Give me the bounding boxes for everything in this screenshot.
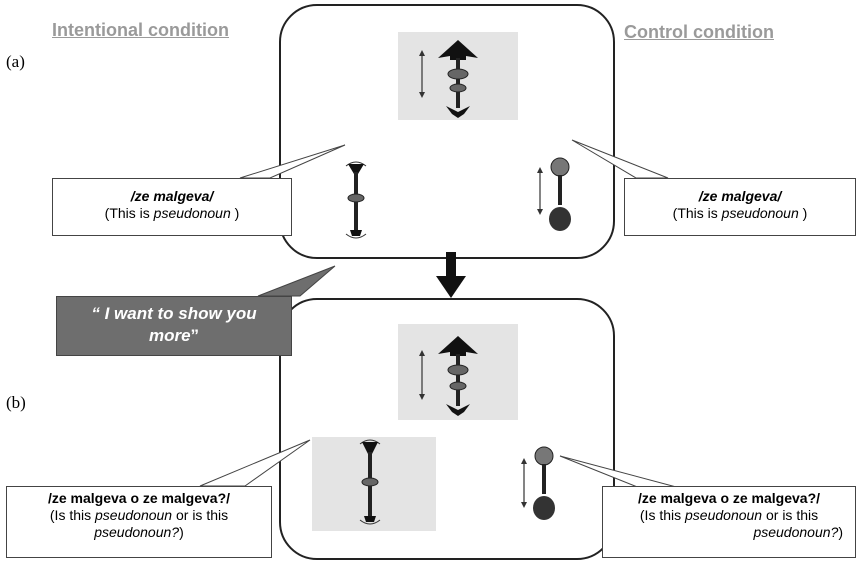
callout-a-right-line1: /ze malgeva/ (698, 188, 782, 204)
heading-control-condition: Control condition (624, 22, 774, 42)
callout-b-right-line1: /ze malgeva o ze malgeva?/ (637, 490, 821, 506)
callout-a-right: /ze malgeva/ (This is pseudonoun ) (624, 178, 856, 236)
callout-a-left-line2: (This is pseudonoun ) (104, 205, 240, 221)
down-arrow-icon (436, 252, 466, 298)
callout-b-left-line3: pseudonoun?) (94, 524, 184, 540)
callout-b-right: /ze malgeva o ze malgeva?/ (Is this pseu… (602, 486, 856, 558)
callout-a-left: /ze malgeva/ (This is pseudonoun ) (52, 178, 292, 236)
speech-line2: more” (148, 326, 200, 345)
callout-b-right-line2: (Is this pseudonoun or is this (639, 507, 819, 523)
callout-a-left-line1: /ze malgeva/ (130, 188, 214, 204)
arrow-object-icon-b (419, 336, 478, 416)
panel-a-label: (a) (6, 52, 25, 71)
ball-object-icon (537, 157, 571, 231)
speech-line1: “ I want to show you (91, 304, 257, 323)
callout-b-left-line1: /ze malgeva o ze malgeva?/ (47, 490, 231, 506)
speech-box: “ I want to show you more” (56, 296, 292, 356)
spinning-object-icon (345, 161, 367, 239)
heading-intentional-condition: Intentional condition (52, 20, 229, 40)
arrow-object-icon (419, 40, 478, 118)
panel-b-label: (b) (6, 393, 26, 412)
ball-object-icon-b (521, 446, 555, 520)
callout-b-left: /ze malgeva o ze malgeva?/ (Is this pseu… (6, 486, 272, 558)
callout-b-left-line2: (Is this pseudonoun or is this (49, 507, 229, 523)
callout-a-right-line2: (This is pseudonoun ) (672, 205, 808, 221)
spinning-object-icon-b (359, 439, 381, 525)
callout-b-right-line3: pseudonoun?) (753, 524, 843, 540)
